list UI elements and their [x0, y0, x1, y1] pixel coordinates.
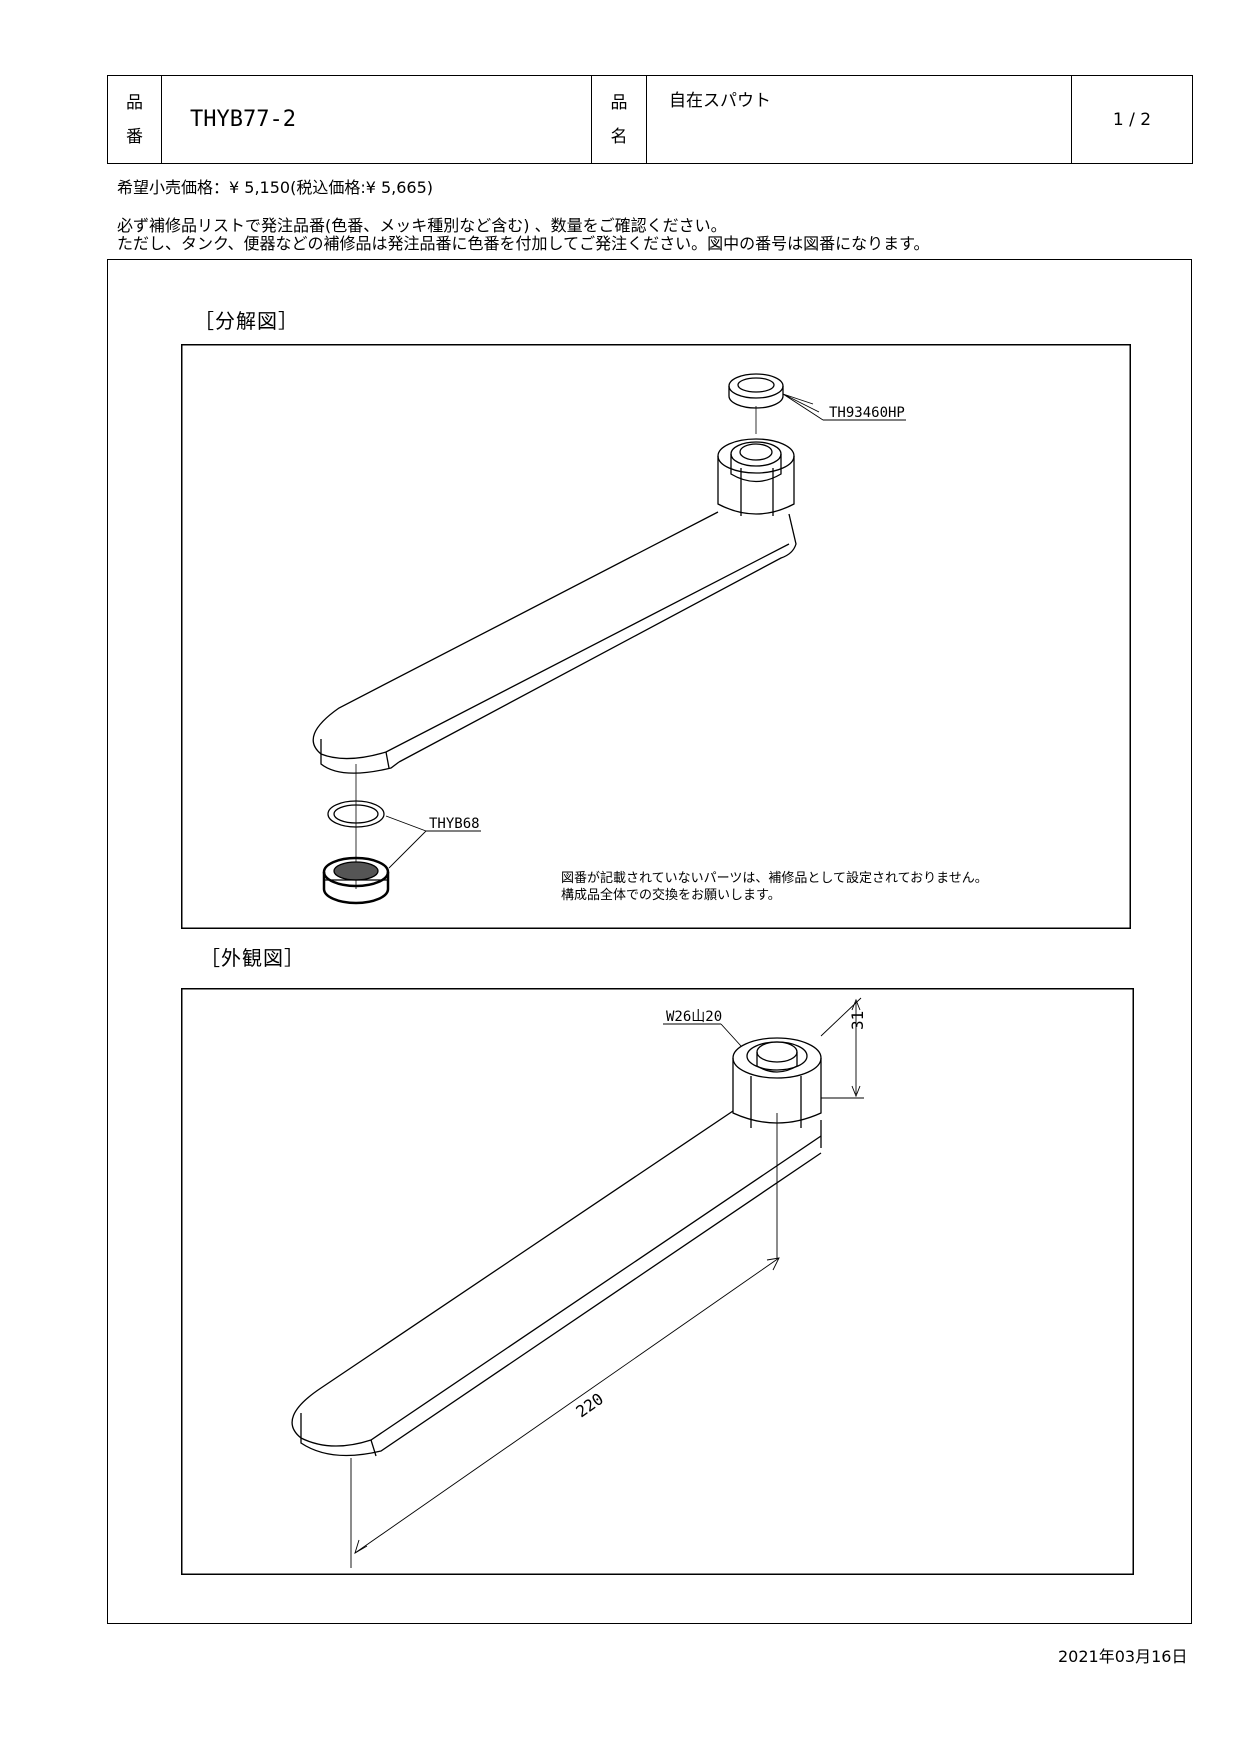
issue-date: 2021年03月16日 [1058, 1647, 1188, 1666]
part-name-label: 品名 [591, 75, 647, 164]
lower-ring-part [327, 800, 385, 828]
spout-body [312, 438, 797, 774]
external-view-title: ［外観図］ [200, 946, 305, 970]
part-no-label: 品番 [107, 75, 162, 164]
lower-part-label: THYB68 [429, 816, 480, 832]
note-line-1: 必ず補修品リストで発注品番(色番、メッキ種別など含む) 、数量をご確認ください。 [117, 216, 727, 235]
note-line-2: ただし、タンク、便器などの補修品は発注品番に色番を付加してご発注ください。図中の… [117, 234, 930, 253]
part-number: THYB77-2 [161, 75, 592, 164]
parts-note-1: 図番が記載されていないパーツは、補修品として設定されておりません。 [561, 870, 988, 886]
page-number: 1 / 2 [1071, 75, 1193, 164]
part-name-label-2: 名 [610, 126, 628, 147]
dimension-lines [350, 997, 864, 1568]
upper-ring-part [728, 373, 784, 409]
price-line: 希望小売価格：¥ 5,150(税込価格:¥ 5,665) [117, 178, 434, 197]
thread-label: W26山20 [666, 1009, 722, 1025]
height-dimension-label: 31 [848, 1011, 867, 1030]
exploded-view-title: ［分解図］ [194, 309, 299, 333]
drawing-frame [107, 259, 1192, 1624]
length-dimension-label: 220 [572, 1389, 607, 1421]
exploded-view-drawing: TH93460HP THYB68 図番が記載されていないパーツは、補修品として設… [181, 344, 1131, 929]
part-no-label-2: 番 [126, 126, 143, 147]
upper-part-label: TH93460HP [829, 405, 905, 421]
external-view-drawing: W26山20 31 220 [181, 988, 1134, 1575]
header-table: 品番 THYB77-2 品名 自在スパウト 1 / 2 [107, 75, 1193, 164]
part-name-label-1: 品 [610, 92, 628, 113]
lower-aerator-part [322, 856, 390, 905]
part-no-label-1: 品 [126, 92, 143, 113]
spout-external-body [291, 1037, 822, 1457]
parts-note-2: 構成品全体での交換をお願いします。 [561, 887, 781, 903]
part-name: 自在スパウト [646, 75, 1072, 164]
